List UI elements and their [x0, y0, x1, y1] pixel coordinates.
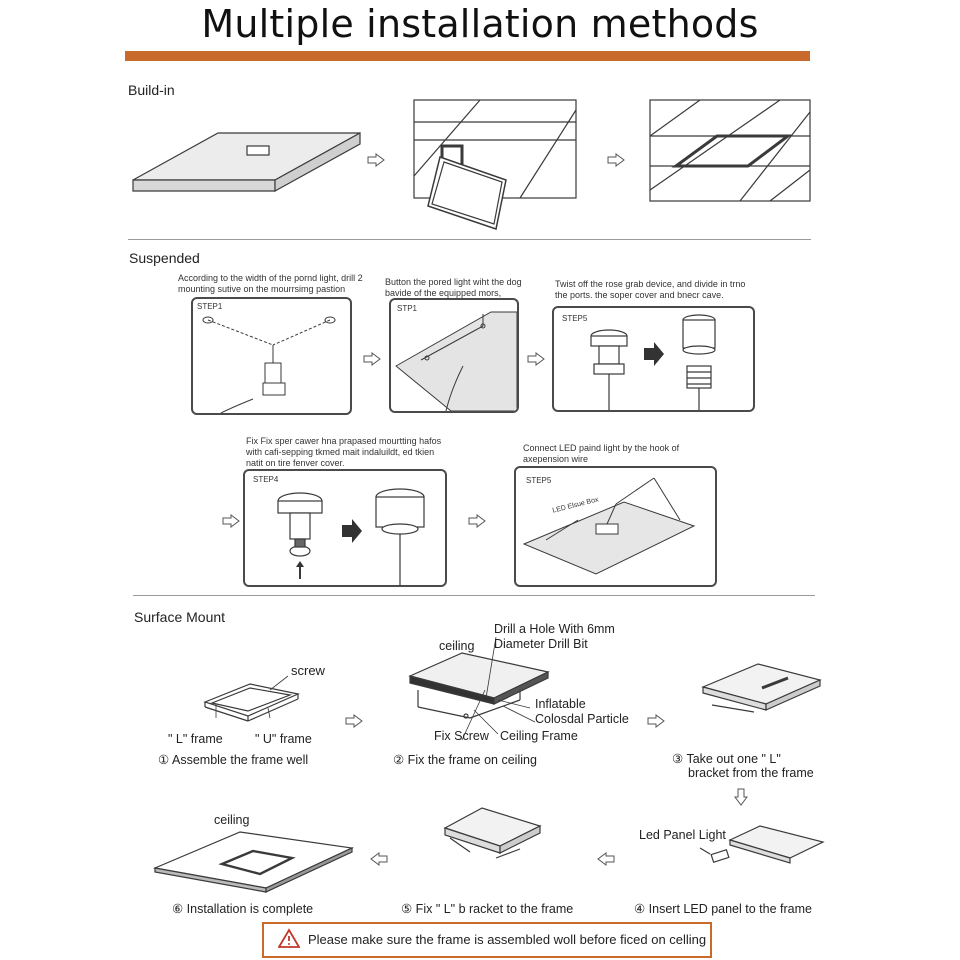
screw-label: screw: [291, 663, 325, 678]
arrow-right-icon: [527, 352, 545, 366]
ceiling-label: ceiling: [439, 639, 474, 653]
section-title-surface-mount: Surface Mount: [134, 609, 225, 625]
cap-separation-illustration: [554, 308, 753, 410]
drill-hole-label-line1: Drill a Hole With 6mm: [494, 622, 615, 636]
surface-step5-caption: ⑤ Fix " L" b racket to the frame: [401, 901, 573, 916]
arrow-left-icon: [370, 852, 388, 866]
hook-connection-illustration: [516, 468, 715, 585]
inflatable-label-line1: Inflatable: [535, 697, 586, 711]
surface-step6-caption: ⑥ Installation is complete: [172, 901, 313, 916]
inflatable-label-line2: Colosdal Particle: [535, 712, 629, 726]
section-divider: [133, 595, 815, 596]
surface-step1-caption: ① Assemble the frame well: [158, 752, 308, 767]
section-divider: [128, 239, 811, 240]
arrow-down-icon: [734, 788, 748, 806]
suspended-step2-box: STP1: [389, 298, 519, 413]
surface-step2-caption: ② Fix the frame on ceiling: [393, 752, 537, 767]
surface-step4-caption: ④ Insert LED panel to the frame: [634, 901, 812, 916]
arrow-right-icon: [367, 153, 385, 167]
arrow-right-icon: [222, 514, 240, 528]
suspended-step4-box: STEP4: [243, 469, 447, 587]
suspended-step3-description: Twist off the rose grab device, and divi…: [555, 279, 745, 301]
ceiling-frame-label: Ceiling Frame: [500, 729, 578, 743]
suspended-step5-description: Connect LED paind light by the hook of a…: [523, 443, 679, 465]
arrow-right-icon: [345, 714, 363, 728]
cover-screw-illustration: [245, 471, 445, 585]
ceiling-label: ceiling: [214, 813, 249, 827]
fix-screw-label: Fix Screw: [434, 729, 489, 743]
warning-banner: Please make sure the frame is assembled …: [262, 922, 712, 958]
section-title-build-in: Build-in: [128, 82, 175, 98]
suspended-step3-box: STEP5: [552, 306, 755, 412]
page-title: Multiple installation methods: [0, 2, 960, 46]
suspended-step2-description: Button the pored light wiht the dog bavi…: [385, 277, 522, 299]
u-frame-label: " U" frame: [255, 732, 312, 746]
suspended-step1-box: STEP1: [191, 297, 352, 415]
suspended-step4-description: Fix Fix sper cawer hna prapased mourttin…: [246, 436, 441, 469]
arrow-right-icon: [647, 714, 665, 728]
panel-hanging-illustration: [391, 300, 517, 411]
surface-step3-caption-line2: bracket from the frame: [688, 766, 814, 780]
title-underline: [125, 51, 810, 61]
warning-text: Please make sure the frame is assembled …: [308, 932, 706, 947]
suspended-step5-box: STEP5 LED Elsue Box: [514, 466, 717, 587]
drill-hole-label-line2: Diameter Drill Bit: [494, 637, 588, 651]
warning-icon: [278, 928, 300, 948]
arrow-right-icon: [468, 514, 486, 528]
drill-illustration: [193, 299, 350, 413]
l-frame-label: " L" frame: [168, 732, 223, 746]
suspended-step1-description: According to the width of the pornd ligh…: [178, 273, 363, 295]
section-title-suspended: Suspended: [129, 250, 200, 266]
arrow-right-icon: [363, 352, 381, 366]
led-panel-light-label: Led Panel Light: [639, 828, 726, 842]
arrow-right-icon: [607, 153, 625, 167]
surface-step3-caption-line1: ③ Take out one " L": [672, 751, 781, 766]
arrow-left-icon: [597, 852, 615, 866]
